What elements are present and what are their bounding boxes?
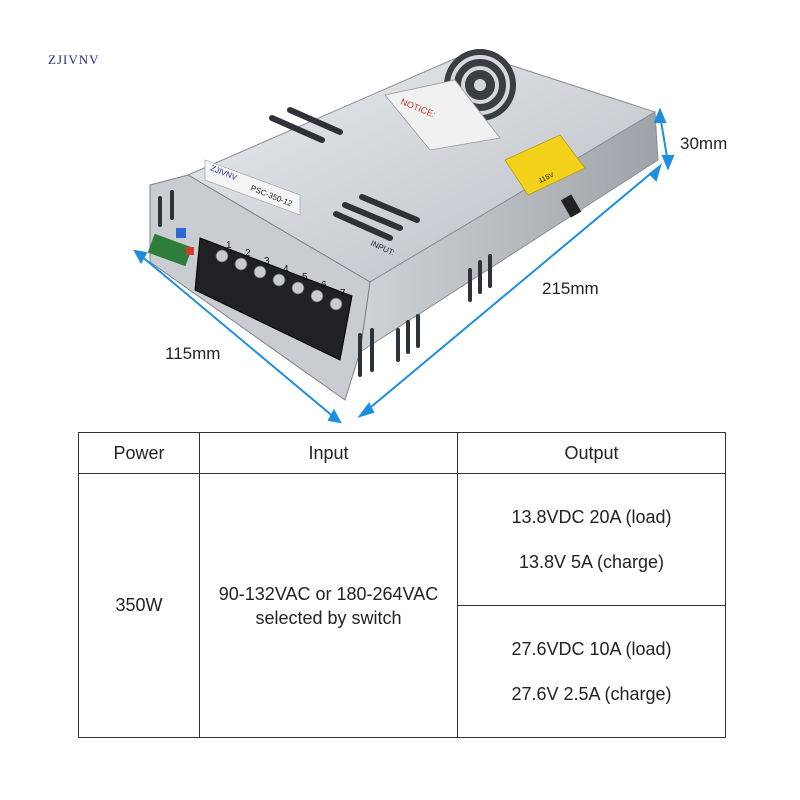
- terminal-block: [194, 237, 353, 361]
- terminal-numbers: 1 2 3 4 5 6 7: [226, 240, 346, 299]
- brand-watermark: ZJIVNV: [48, 52, 100, 67]
- table-row: 27.6VDC 10A (load) 27.6V 2.5A (charge): [79, 605, 726, 738]
- potentiometer: [176, 228, 186, 238]
- header-power: Power: [78, 431, 200, 475]
- warning-label: [504, 134, 586, 196]
- power-value: 350W: [78, 473, 200, 738]
- output-12v-charge: 13.8V 5A (charge): [518, 551, 665, 572]
- output-12v-cell: 13.8VDC 20A (load) 13.8V 5A (charge): [457, 473, 726, 607]
- svg-text:4: 4: [283, 264, 289, 275]
- output-24v-charge: 27.6V 2.5A (charge): [511, 683, 672, 704]
- input-range: 90-132VAC or 180-264VAC: [218, 583, 439, 604]
- svg-text:5: 5: [302, 272, 308, 283]
- voltage-switch: [560, 194, 582, 218]
- svg-text:3: 3: [264, 256, 270, 267]
- led-indicator: [186, 247, 194, 255]
- output-24v-cell: 27.6VDC 10A (load) 27.6V 2.5A (charge): [457, 605, 726, 738]
- height-dimension: 30mm: [680, 134, 728, 153]
- spec-table: Power Input Output 350W 90-132VAC or 180…: [78, 431, 726, 738]
- width-dimension: 115mm: [165, 344, 221, 363]
- svg-text:1: 1: [226, 240, 232, 251]
- header-output: Output: [457, 431, 726, 475]
- output-12v-load: 13.8VDC 20A (load): [511, 506, 672, 527]
- input-value: 90-132VAC or 180-264VAC selected by swit…: [199, 473, 458, 738]
- header-input: Input: [199, 431, 458, 475]
- dimension-arrows: [133, 107, 675, 424]
- svg-text:6: 6: [321, 280, 327, 291]
- input-selection: selected by switch: [255, 607, 402, 628]
- svg-text:2: 2: [245, 248, 251, 259]
- terminal-screws: [215, 249, 343, 311]
- table-header-row: Power Input Output: [78, 431, 726, 475]
- power-supply-image: NOTICE: 115V ZJIVNV PSC-350-12 INPUT:: [133, 49, 675, 424]
- pcb: [147, 233, 193, 267]
- output-24v-load: 27.6VDC 10A (load): [511, 638, 672, 659]
- table-row: 350W 90-132VAC or 180-264VAC selected by…: [78, 473, 726, 738]
- svg-text:7: 7: [340, 288, 346, 299]
- length-dimension: 215mm: [542, 279, 599, 298]
